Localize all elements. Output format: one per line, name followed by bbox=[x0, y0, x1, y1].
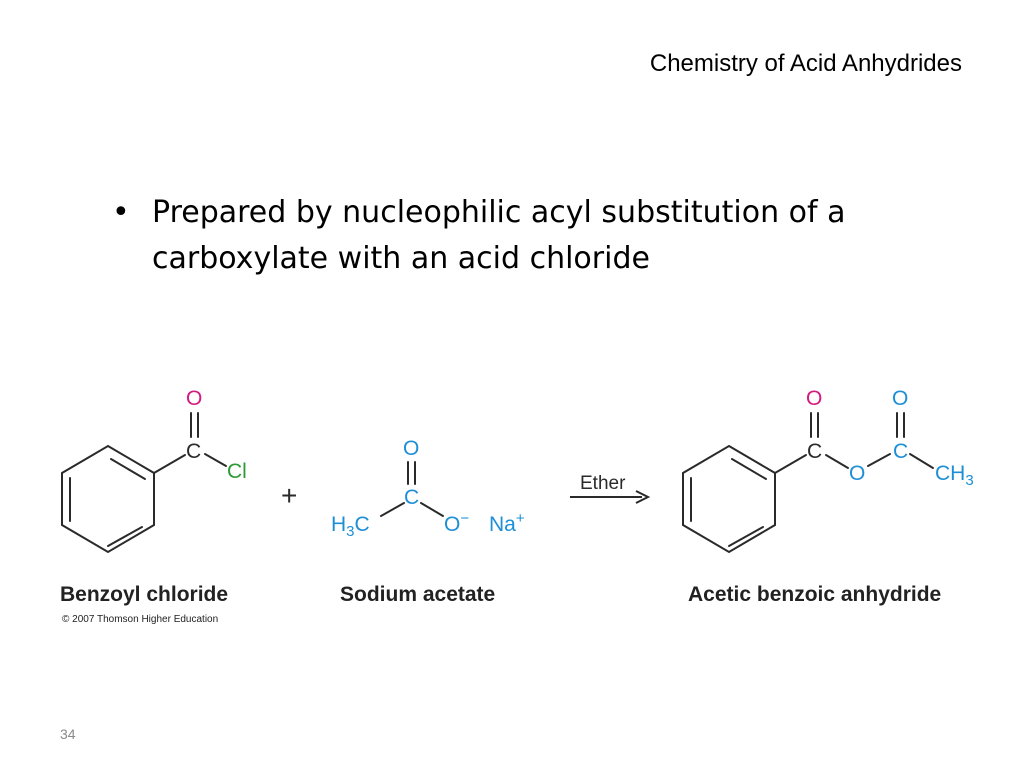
ring-to-carbonyl-bond-1 bbox=[153, 454, 186, 474]
benzene-ring-2 bbox=[682, 444, 776, 554]
inner-bond-2a bbox=[731, 458, 767, 480]
h3c-h: H bbox=[331, 513, 346, 536]
na-charge: + bbox=[516, 510, 525, 527]
inner-bond-2b bbox=[728, 526, 764, 547]
reaction-arrow-icon bbox=[635, 490, 651, 504]
atom-o-minus: O− bbox=[444, 510, 469, 536]
benzene-ring-1 bbox=[61, 444, 155, 554]
atom-o-anhydride-1: O bbox=[806, 387, 822, 410]
inner-bond-1b bbox=[107, 526, 143, 547]
atom-o-benzoyl: O bbox=[186, 387, 202, 410]
atom-c-anhydride-1: C bbox=[807, 440, 822, 463]
c-cl-bond bbox=[204, 453, 227, 467]
atom-o-acetate-top: O bbox=[403, 437, 419, 460]
atom-h3c: H3C bbox=[331, 513, 370, 540]
atom-o-bridge: O bbox=[849, 462, 865, 485]
atom-o-anhydride-2: O bbox=[892, 387, 908, 410]
atom-na: Na+ bbox=[489, 510, 525, 536]
c-o-minus-bond bbox=[420, 502, 444, 517]
sodium-acetate-structure bbox=[380, 461, 444, 517]
atom-cl: Cl bbox=[227, 460, 247, 483]
compound-name-sodium-acetate: Sodium acetate bbox=[340, 583, 495, 606]
bullet-dot-icon: • bbox=[112, 195, 130, 230]
h3c-c: C bbox=[355, 513, 370, 536]
h3c-subscript: 3 bbox=[346, 523, 354, 540]
atom-c-acetate: C bbox=[404, 486, 419, 509]
compound-name-benzoyl-chloride: Benzoyl chloride bbox=[60, 583, 228, 606]
ch3-subscript: 3 bbox=[965, 472, 973, 489]
plus-sign: + bbox=[281, 480, 297, 511]
o-minus-charge: − bbox=[460, 510, 469, 527]
na-symbol: Na bbox=[489, 513, 516, 536]
arrow-label: Ether bbox=[580, 473, 626, 494]
compound-name-acetic-benzoic-anhydride: Acetic benzoic anhydride bbox=[688, 583, 941, 606]
ring-to-carbonyl-bond-2 bbox=[774, 454, 807, 474]
atom-ch3: CH3 bbox=[935, 462, 974, 489]
atom-c-anhydride-2: C bbox=[893, 440, 908, 463]
bullet-text: Prepared by nucleophilic acyl substituti… bbox=[152, 195, 846, 276]
benzoyl-chloride-structure bbox=[61, 412, 227, 554]
page-number: 34 bbox=[60, 726, 76, 742]
copyright-text: © 2007 Thomson Higher Education bbox=[62, 614, 218, 625]
slide-title: Chemistry of Acid Anhydrides bbox=[649, 50, 962, 77]
anhydride-structure bbox=[682, 412, 934, 554]
bullet-list: • Prepared by nucleophilic acyl substitu… bbox=[110, 190, 930, 282]
o-bridge-c2-bond bbox=[867, 453, 891, 467]
atom-c-benzoyl: C bbox=[186, 440, 201, 463]
ch3-ch: CH bbox=[935, 462, 965, 485]
c1-o-bridge-bond bbox=[825, 454, 849, 469]
c2-ch3-bond bbox=[909, 453, 934, 469]
h3c-c-bond bbox=[380, 502, 405, 517]
bullet-item: • Prepared by nucleophilic acyl substitu… bbox=[110, 190, 930, 282]
inner-bond-1a bbox=[110, 458, 146, 480]
o-minus-o: O bbox=[444, 513, 460, 536]
